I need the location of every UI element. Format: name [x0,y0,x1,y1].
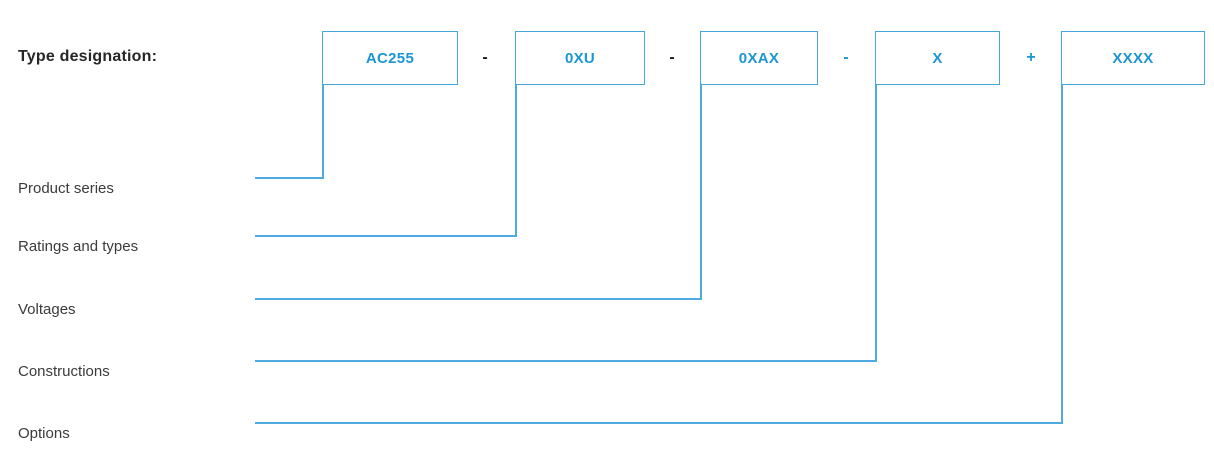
code-box-voltages: 0XAX [700,31,818,85]
code-box-options: XXXX [1061,31,1205,85]
connector-vline-product-series [322,85,324,179]
diagram-title: Type designation: [18,48,158,65]
separator-dash-2: - [669,49,675,66]
code-box-product-series: AC255 [322,31,458,85]
code-box-ratings-and-types: 0XU [515,31,645,85]
connector-vline-constructions [875,85,877,362]
separator-dash-3: - [843,49,849,66]
separator-plus: + [1026,49,1036,66]
connector-vline-ratings-and-types [515,85,517,237]
row-label-options: Options [18,425,70,442]
code-box-constructions: X [875,31,1000,85]
code-box-constructions-text: X [932,49,943,67]
code-box-options-text: XXXX [1112,49,1154,67]
code-box-ratings-and-types-text: 0XU [564,49,596,67]
connector-hline-product-series [255,177,324,179]
connector-hline-ratings-and-types [255,235,517,237]
row-label-voltages: Voltages [18,301,76,318]
code-box-product-series-text: AC255 [365,49,415,67]
row-label-ratings-and-types: Ratings and types [18,238,139,255]
connector-vline-options [1061,85,1063,424]
row-label-constructions: Constructions [18,363,110,380]
connector-hline-options [255,422,1063,424]
connector-hline-voltages [255,298,702,300]
separator-dash-1: - [482,49,488,66]
row-label-product-series: Product series [18,180,114,197]
code-box-voltages-text: 0XAX [738,49,780,67]
connector-vline-voltages [700,85,702,300]
connector-hline-constructions [255,360,877,362]
